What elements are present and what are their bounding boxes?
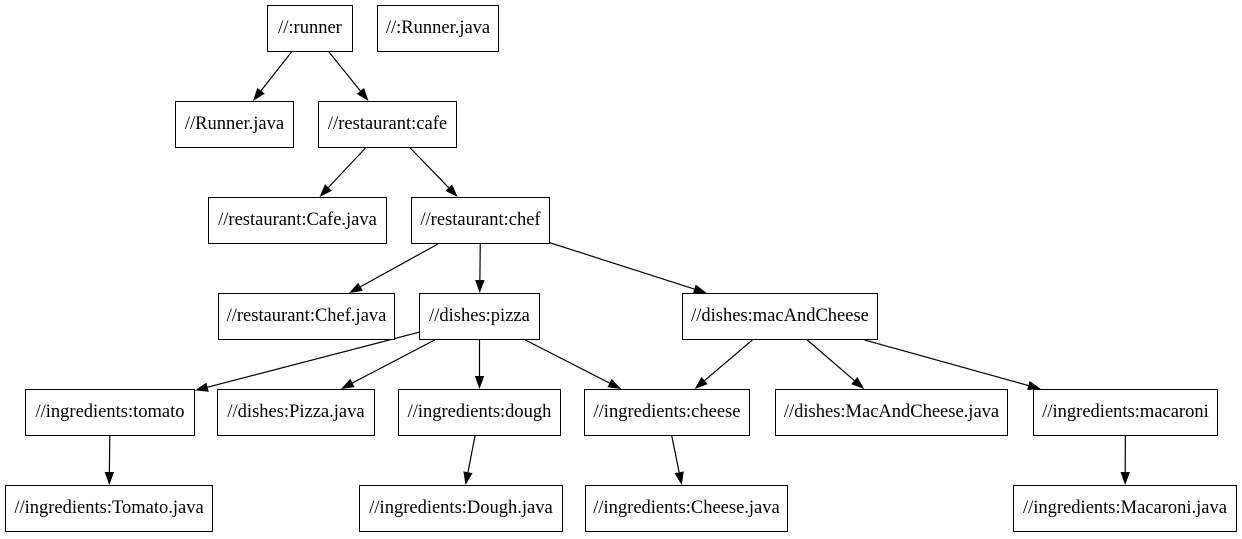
arrowhead-icon bbox=[694, 377, 708, 389]
graph-node-label: //dishes:macAndCheese bbox=[691, 306, 869, 327]
arrowhead-icon bbox=[1120, 471, 1130, 485]
graph-edge-pizza-to-cheese bbox=[525, 339, 622, 389]
graph-edge-mac-and-cheese-to-macaroni bbox=[864, 339, 1041, 391]
graph-node-cheese-java: //ingredients:Cheese.java bbox=[585, 485, 788, 532]
graph-node-label: //ingredients:Cheese.java bbox=[593, 498, 780, 519]
arrowhead-icon bbox=[356, 87, 369, 101]
graph-edge-mac-and-cheese-to-mac-and-cheese-java bbox=[806, 339, 865, 389]
arrowhead-icon bbox=[340, 378, 355, 389]
graph-node-label: //dishes:Pizza.java bbox=[227, 402, 365, 423]
graph-node-label: //ingredients:Dough.java bbox=[369, 498, 553, 519]
graph-edge-pizza-to-pizza-java bbox=[340, 339, 435, 389]
graph-node-tomato-java: //ingredients:Tomato.java bbox=[5, 485, 213, 532]
graph-node-cafe: //restaurant:cafe bbox=[318, 101, 457, 148]
graph-edge-pizza-to-dough bbox=[474, 340, 485, 389]
graph-node-label: //:runner bbox=[278, 18, 342, 39]
arrowhead-icon bbox=[463, 471, 473, 485]
graph-node-mac-and-cheese: //dishes:macAndCheese bbox=[682, 293, 878, 340]
graph-edge-dough-to-dough-java bbox=[463, 435, 476, 485]
graph-edge-cafe-to-chef bbox=[409, 147, 458, 197]
graph-edge-cheese-to-cheese-java bbox=[671, 435, 684, 485]
arrowhead-icon bbox=[104, 471, 115, 485]
graph-node-label: //Runner.java bbox=[184, 114, 285, 135]
graph-edge-cafe-to-cafe-java bbox=[319, 147, 366, 197]
graph-edge-chef-to-mac-and-cheese bbox=[549, 242, 707, 294]
graph-node-chef: //restaurant:chef bbox=[411, 197, 550, 244]
graph-edge-chef-to-pizza bbox=[475, 243, 485, 293]
graph-node-tomato: //ingredients:tomato bbox=[25, 389, 195, 436]
graph-node-runner-java-src: //:Runner.java bbox=[377, 5, 499, 52]
graph-node-mac-and-cheese-java: //dishes:MacAndCheese.java bbox=[775, 389, 1008, 436]
graph-edge-tomato-to-tomato-java bbox=[104, 435, 115, 485]
arrowhead-icon bbox=[851, 376, 865, 389]
arrowhead-icon bbox=[252, 87, 265, 101]
arrowhead-icon bbox=[692, 284, 707, 294]
graph-node-macaroni-java: //ingredients:Macaroni.java bbox=[1013, 485, 1237, 532]
arrowhead-icon bbox=[195, 382, 209, 392]
graph-node-cafe-java: //restaurant:Cafe.java bbox=[208, 197, 387, 244]
graph-node-chef-java: //restaurant:Chef.java bbox=[218, 293, 395, 340]
arrowhead-icon bbox=[475, 279, 485, 293]
graph-node-label: //restaurant:chef bbox=[420, 210, 541, 231]
graph-node-label: //restaurant:Chef.java bbox=[226, 306, 387, 327]
arrowhead-icon bbox=[445, 184, 458, 197]
graph-node-label: //ingredients:Tomato.java bbox=[14, 498, 204, 519]
graph-node-label: //ingredients:dough bbox=[407, 402, 552, 423]
arrowhead-icon bbox=[349, 282, 363, 293]
graph-node-label: //ingredients:Macaroni.java bbox=[1023, 498, 1227, 519]
graph-edge-runner-to-runner-java bbox=[252, 51, 292, 101]
arrowhead-icon bbox=[674, 471, 684, 485]
graph-node-pizza-java: //dishes:Pizza.java bbox=[217, 389, 375, 436]
arrowhead-icon bbox=[607, 378, 622, 389]
graph-edge-macaroni-to-macaroni-java bbox=[1120, 435, 1130, 485]
graph-node-dough-java: //ingredients:Dough.java bbox=[359, 485, 563, 532]
graph-edge-chef-to-chef-java bbox=[349, 243, 439, 293]
graph-node-dough: //ingredients:dough bbox=[398, 389, 561, 436]
graph-node-runner: //:runner bbox=[267, 5, 353, 52]
graph-node-label: //restaurant:Cafe.java bbox=[218, 210, 377, 231]
arrowhead-icon bbox=[474, 376, 485, 389]
graph-node-label: //restaurant:cafe bbox=[327, 114, 448, 135]
arrowhead-icon bbox=[319, 184, 332, 197]
graph-node-macaroni: //ingredients:macaroni bbox=[1033, 389, 1218, 436]
arrowhead-icon bbox=[1027, 380, 1041, 391]
graph-node-label: //ingredients:macaroni bbox=[1042, 402, 1209, 423]
graph-node-cheese: //ingredients:cheese bbox=[584, 389, 750, 436]
graph-node-label: //dishes:pizza bbox=[429, 306, 530, 327]
graph-node-label: //ingredients:tomato bbox=[35, 402, 185, 423]
graph-node-pizza: //dishes:pizza bbox=[419, 293, 540, 340]
graph-edge-mac-and-cheese-to-cheese bbox=[694, 339, 753, 389]
graph-node-label: //ingredients:cheese bbox=[593, 402, 741, 423]
graph-node-runner-java: //Runner.java bbox=[175, 101, 294, 148]
graph-node-label: //dishes:MacAndCheese.java bbox=[783, 402, 1000, 423]
graph-edge-runner-to-cafe bbox=[328, 51, 369, 101]
graph-edge-pizza-to-tomato bbox=[195, 331, 420, 392]
graph-node-label: //:Runner.java bbox=[385, 18, 491, 39]
